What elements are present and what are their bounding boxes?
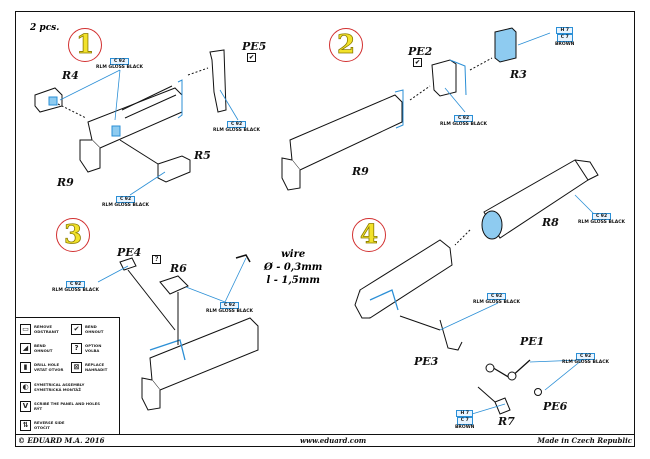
part-label-r7: R7	[498, 415, 515, 428]
part-label-pe4: PE4	[117, 246, 142, 259]
wire-diameter: Ø - 0,3mm	[264, 262, 323, 273]
remove-icon: ▭	[20, 324, 31, 335]
paint-name: BROWN	[455, 424, 475, 430]
paint-name: RLM GLOSS BLACK	[213, 128, 261, 134]
paint-code-top: H 7	[556, 27, 573, 35]
wire-length: l - 1,5mm	[266, 275, 320, 286]
paint-name: RLM GLOSS BLACK	[102, 203, 150, 209]
paint-name: RLM GLOSS BLACK	[96, 65, 144, 71]
part-label-pe1: PE1	[520, 335, 545, 348]
paint-code: C 7	[456, 417, 473, 425]
part-label-r3: R3	[510, 68, 527, 81]
wire-title: wire	[281, 249, 306, 260]
reverse-side-icon: ⇅	[20, 420, 31, 431]
paint-code: C 7	[556, 34, 573, 42]
bend-icon-pe2: ✔	[413, 58, 422, 67]
part-label-r5: R5	[194, 149, 211, 162]
step-number-2: 2	[329, 28, 363, 62]
footer-divider	[15, 434, 635, 435]
option-icon: ?	[71, 343, 82, 354]
footer-copyright: © EDUARD M.A. 2016	[18, 436, 105, 445]
paint-name: RLM GLOSS BLACK	[578, 220, 626, 226]
step-number-1: 1	[68, 28, 102, 62]
paint-name: RLM GLOSS BLACK	[52, 288, 100, 294]
part-label-r8: R8	[542, 216, 559, 229]
scribe-icon: V	[20, 401, 31, 412]
part-label-r6: R6	[170, 262, 187, 275]
step-number-4: 4	[352, 218, 386, 252]
paint-name: BROWN	[555, 41, 575, 47]
quantity-note: 2 pcs.	[30, 23, 60, 33]
bend-reverse-icon: ◢	[20, 343, 31, 354]
step-number-3: 3	[56, 218, 90, 252]
bend-icon: ✔	[71, 324, 82, 335]
paint-name: RLM GLOSS BLACK	[562, 360, 610, 366]
part-label-r9-step2: R9	[352, 165, 369, 178]
footer-website[interactable]: www.eduard.com	[300, 436, 367, 445]
part-label-pe3: PE3	[414, 355, 439, 368]
symmetrical-assembly-icon: ◐	[20, 382, 31, 393]
drill-hole-icon: ▮	[20, 362, 31, 373]
paint-name: RLM GLOSS BLACK	[206, 309, 254, 315]
part-label-r9-step1: R9	[57, 176, 74, 189]
paint-code-top: H 7	[456, 410, 473, 418]
wire-spec: wire Ø - 0,3mm l - 1,5mm	[264, 248, 322, 287]
gun-body-step1	[79, 79, 183, 173]
option-icon-step3: ?	[152, 255, 161, 264]
sheet-border	[15, 11, 635, 447]
paint-name: RLM GLOSS BLACK	[440, 122, 488, 128]
part-label-r4: R4	[62, 69, 79, 82]
footer-origin: Made in Czech Republic	[537, 436, 632, 445]
bend-icon-pe5: ✔	[247, 53, 256, 62]
replace-icon: ⊠	[71, 362, 82, 373]
part-label-pe5: PE5	[242, 40, 267, 53]
part-label-pe6: PE6	[543, 400, 568, 413]
paint-name: RLM GLOSS BLACK	[473, 300, 521, 306]
part-label-pe2: PE2	[408, 45, 433, 58]
